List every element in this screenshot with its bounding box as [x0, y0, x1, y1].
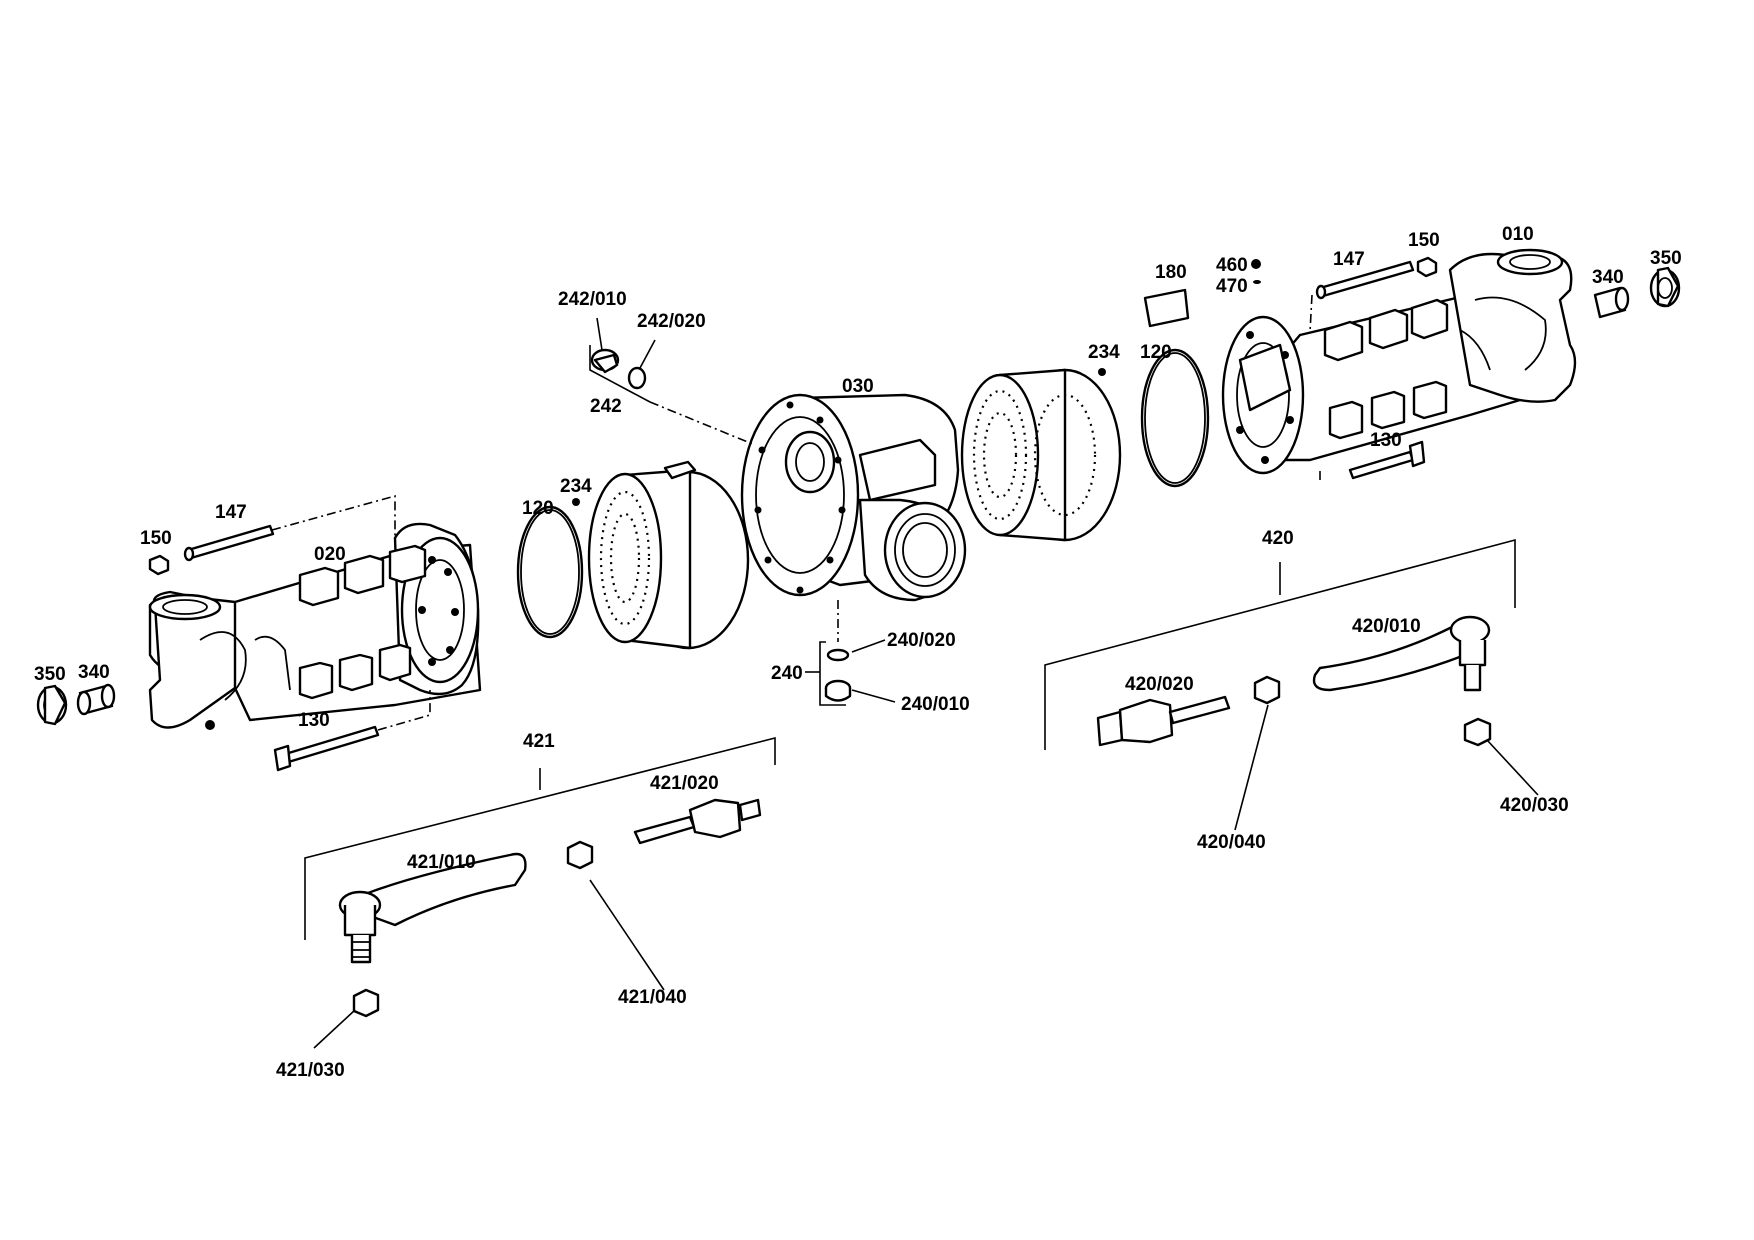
- nut-420-040: [1253, 675, 1281, 705]
- plug-234-right: [1098, 368, 1106, 376]
- label-420-040: 420/040: [1197, 832, 1266, 853]
- bracket-421: [304, 736, 776, 940]
- label-420: 420: [1262, 528, 1294, 549]
- leader-420-030: [1486, 739, 1539, 796]
- label-150-right: 150: [1408, 230, 1440, 251]
- label-234-left: 234: [560, 476, 592, 497]
- label-421-030: 421/030: [276, 1060, 345, 1081]
- label-340-left: 340: [78, 662, 110, 683]
- right-axle-housing-010: [1221, 248, 1577, 475]
- nut-150-right: [1416, 256, 1438, 278]
- label-470: 470: [1216, 276, 1248, 297]
- left-axle-housing-020: [148, 522, 482, 730]
- differential-housing-030: [740, 393, 967, 602]
- part-470: [1253, 280, 1261, 284]
- label-460: 460: [1216, 255, 1248, 276]
- ball-joint-420-020: [1096, 695, 1231, 747]
- label-420-010: 420/010: [1352, 616, 1421, 637]
- label-350-right: 350: [1650, 248, 1682, 269]
- leader-240-010: [851, 689, 896, 703]
- label-421-020: 421/020: [650, 773, 719, 794]
- o-ring-120-right-inner: [1144, 352, 1206, 484]
- leader-421-030: [313, 1009, 356, 1049]
- label-242: 242: [590, 396, 622, 417]
- label-130-left: 130: [298, 710, 330, 731]
- label-120-right: 120: [1140, 342, 1172, 363]
- bushing-340-left: [76, 683, 116, 716]
- label-180: 180: [1155, 262, 1187, 283]
- bolt-147-right: [1315, 260, 1415, 300]
- label-234-right: 234: [1088, 342, 1120, 363]
- bushing-340-right: [1593, 286, 1630, 319]
- label-240-020: 240/020: [887, 630, 956, 651]
- o-ring-120-right: [1140, 348, 1210, 488]
- label-010: 010: [1502, 224, 1534, 245]
- tie-rod-end-421-010: [338, 852, 527, 964]
- o-ring-120-left-inner: [520, 509, 580, 635]
- label-147-right: 147: [1333, 249, 1365, 270]
- bracket-420: [1044, 538, 1516, 750]
- label-030: 030: [842, 376, 874, 397]
- leader-242-010: [596, 317, 603, 351]
- label-147-left: 147: [215, 502, 247, 523]
- leader-421-040: [589, 879, 665, 991]
- plug-240: [819, 641, 852, 706]
- label-242-010: 242/010: [558, 289, 627, 310]
- label-420-020: 420/020: [1125, 674, 1194, 695]
- label-420-030: 420/030: [1500, 795, 1569, 816]
- label-240-010: 240/010: [901, 694, 970, 715]
- tie-rod-end-420-010: [1312, 615, 1491, 692]
- nut-421-040: [566, 840, 594, 870]
- right-brake-unit: [960, 368, 1122, 542]
- bolt-130-right: [1348, 440, 1426, 480]
- seal-350-left: [36, 684, 68, 726]
- label-421-040: 421/040: [618, 987, 687, 1008]
- plate-180: [1143, 288, 1190, 328]
- leader-240-020: [851, 639, 886, 653]
- nut-150-left: [148, 554, 170, 576]
- label-421-010: 421/010: [407, 852, 476, 873]
- leader-420-040: [1234, 704, 1269, 831]
- nut-420-030: [1463, 717, 1492, 747]
- left-brake-unit: [587, 460, 750, 650]
- assembly-lines: [271, 294, 1321, 731]
- plug-234-left: [572, 498, 580, 506]
- label-340-right: 340: [1592, 267, 1624, 288]
- label-130-right: 130: [1370, 430, 1402, 451]
- label-020: 020: [314, 544, 346, 565]
- o-ring-120-left: [516, 505, 584, 639]
- bolt-130-left: [273, 725, 380, 772]
- label-240: 240: [771, 663, 803, 684]
- part-460: [1251, 259, 1261, 269]
- ball-joint-421-020: [633, 798, 762, 845]
- bolt-147-left: [183, 524, 275, 562]
- seal-350-right: [1649, 266, 1681, 308]
- label-421: 421: [523, 731, 555, 752]
- label-150-left: 150: [140, 528, 172, 549]
- label-242-020: 242/020: [637, 311, 706, 332]
- nut-421-030: [352, 988, 380, 1018]
- leader-242-020: [639, 339, 656, 369]
- label-120-left: 120: [522, 498, 554, 519]
- breather-242: [589, 345, 651, 403]
- label-350-left: 350: [34, 664, 66, 685]
